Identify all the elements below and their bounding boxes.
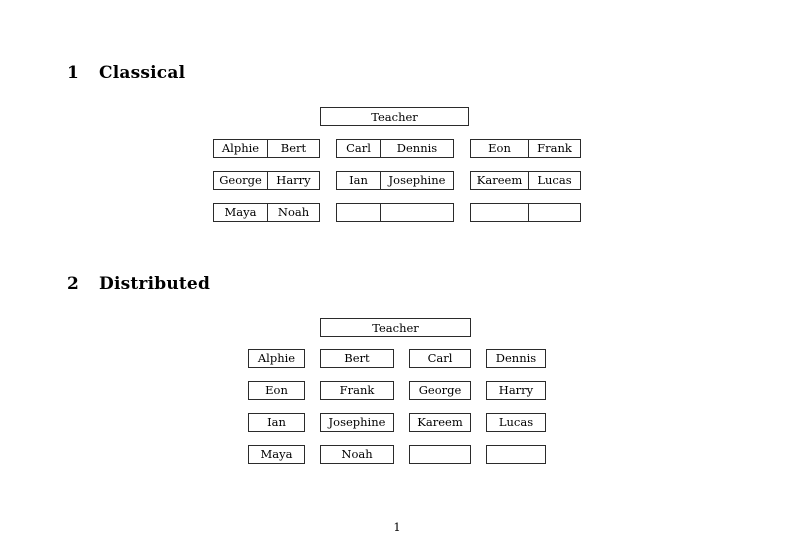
section-number: 1 — [67, 63, 80, 83]
student-cell — [529, 204, 580, 221]
page-number: 1 — [393, 520, 401, 534]
student-cell: Maya — [214, 204, 268, 221]
student-cell — [471, 204, 529, 221]
student-box: George — [409, 381, 471, 400]
student-box: Dennis — [486, 349, 546, 368]
student-cell: George — [214, 172, 268, 189]
section-title: Distributed — [99, 274, 211, 294]
student-box: Frank — [320, 381, 394, 400]
student-box: Lucas — [486, 413, 546, 432]
section-title: Classical — [99, 63, 186, 83]
student-cell: Ian — [337, 172, 381, 189]
student-pair-row: Kareem Lucas — [470, 171, 581, 190]
student-cell: Bert — [280, 141, 307, 155]
student-cell — [337, 204, 381, 221]
student-cell: Kareem — [471, 172, 529, 189]
student-pair-row: Ian Josephine — [336, 171, 454, 190]
student-pair-row: George Harry — [213, 171, 320, 190]
student-cell: Josephine — [388, 173, 446, 187]
student-cell — [381, 204, 453, 221]
section-heading-distributed: 2 Distributed — [67, 274, 210, 294]
student-box: Bert — [320, 349, 394, 368]
teacher-box-distributed: Teacher — [320, 318, 471, 337]
student-box: Alphie — [248, 349, 305, 368]
student-pair-row: Alphie Bert — [213, 139, 320, 158]
student-cell: Frank — [537, 141, 572, 155]
teacher-box-classical: Teacher — [320, 107, 469, 126]
student-box: Kareem — [409, 413, 471, 432]
student-box: Maya — [248, 445, 305, 464]
student-box: Noah — [320, 445, 394, 464]
section-heading-classical: 1 Classical — [67, 63, 185, 83]
section-number: 2 — [67, 274, 80, 294]
student-cell: Dennis — [396, 141, 438, 155]
student-cell: Harry — [276, 173, 311, 187]
student-pair-row: Eon Frank — [470, 139, 581, 158]
student-cell: Lucas — [537, 173, 572, 187]
student-pair-row: Carl Dennis — [336, 139, 454, 158]
student-box — [409, 445, 471, 464]
student-pair-row — [336, 203, 454, 222]
student-cell: Eon — [471, 140, 529, 157]
student-cell: Carl — [337, 140, 381, 157]
student-box — [486, 445, 546, 464]
student-cell: Noah — [277, 205, 310, 219]
student-pair-row — [470, 203, 581, 222]
student-cell: Alphie — [214, 140, 268, 157]
student-box: Ian — [248, 413, 305, 432]
student-pair-row: Maya Noah — [213, 203, 320, 222]
student-box: Josephine — [320, 413, 394, 432]
student-box: Harry — [486, 381, 546, 400]
student-box: Carl — [409, 349, 471, 368]
student-box: Eon — [248, 381, 305, 400]
